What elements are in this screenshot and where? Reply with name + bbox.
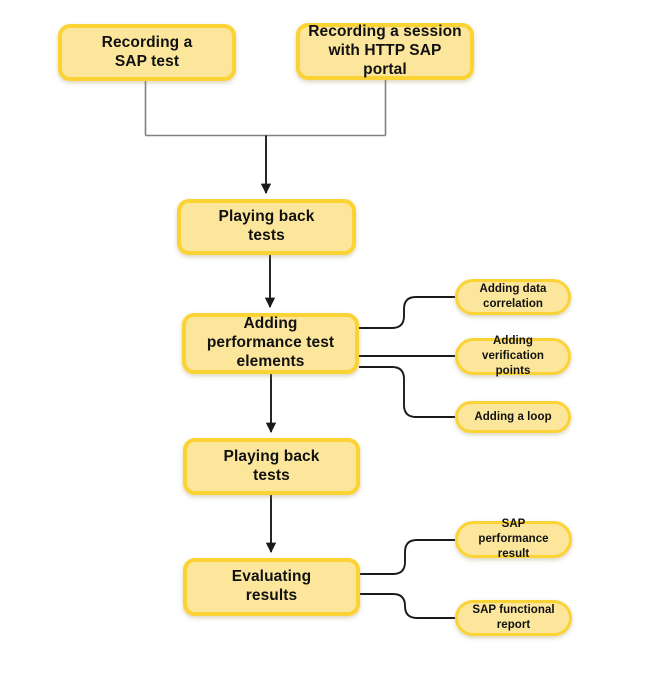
node-adding-data-correlation[interactable]: Adding data correlation bbox=[455, 279, 571, 315]
edge-adding-to-correlation bbox=[359, 296, 455, 329]
node-sap-performance-result[interactable]: SAP performance result bbox=[455, 518, 572, 560]
node-label: Adding a loop bbox=[474, 410, 552, 423]
node-label: SAP functional report bbox=[472, 604, 555, 631]
node-evaluating-results[interactable]: Evaluating results bbox=[183, 558, 360, 616]
edge-adding-to-loop bbox=[359, 366, 455, 418]
node-sap-functional-report[interactable]: SAP functional report bbox=[455, 600, 572, 636]
node-label: Recording a session with HTTP SAP portal bbox=[308, 23, 462, 78]
edge-evaluating-to-functional bbox=[360, 593, 455, 619]
node-adding-verification-points[interactable]: Adding verification points bbox=[455, 335, 571, 377]
node-label: Adding verification points bbox=[482, 335, 544, 377]
node-playing-back-tests-1[interactable]: Playing back tests bbox=[177, 199, 356, 255]
edge-evaluating-to-perf bbox=[360, 539, 455, 575]
node-label: Evaluating results bbox=[231, 568, 312, 604]
node-label: Adding data correlation bbox=[479, 283, 547, 310]
node-label: Recording a SAP test bbox=[101, 33, 193, 70]
node-recording-http-sap-portal[interactable]: Recording a session with HTTP SAP portal bbox=[296, 23, 474, 80]
node-label: Playing back tests bbox=[218, 208, 315, 244]
node-label: Adding performance test elements bbox=[206, 315, 335, 370]
node-label: SAP performance result bbox=[478, 518, 549, 560]
node-label: Playing back tests bbox=[223, 447, 320, 484]
node-adding-performance-test-elements[interactable]: Adding performance test elements bbox=[182, 313, 359, 374]
node-adding-a-loop[interactable]: Adding a loop bbox=[455, 401, 571, 433]
node-playing-back-tests-2[interactable]: Playing back tests bbox=[183, 438, 360, 495]
node-recording-sap-test[interactable]: Recording a SAP test bbox=[58, 24, 236, 81]
